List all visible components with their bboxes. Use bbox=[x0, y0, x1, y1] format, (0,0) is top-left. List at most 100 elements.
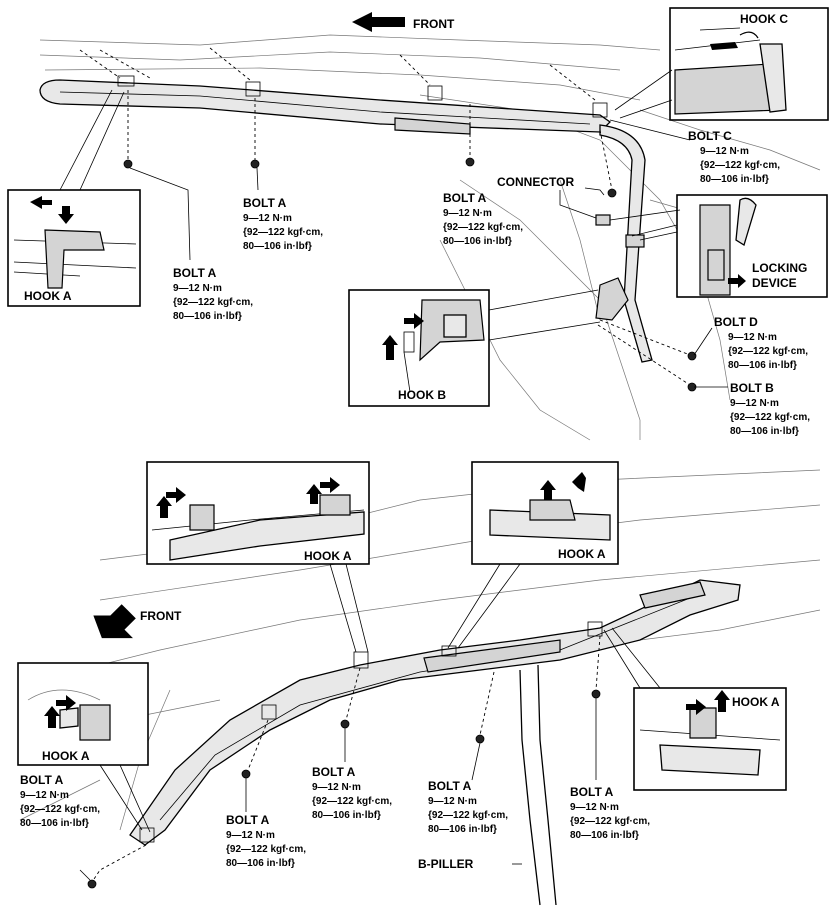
bottom-bolts bbox=[87, 689, 601, 889]
top-bolt-a-mid-callout: BOLT A 9—12 N·m {92—122 kgf·cm, 80—106 i… bbox=[243, 196, 323, 252]
bolt-a-callout: BOLT A 9—12 N·m {92—122 kgf·cm, 80—106 in·l… bbox=[570, 785, 650, 841]
top-view: FRONT bbox=[7, 7, 829, 441]
bolt-d-title: BOLT D bbox=[714, 315, 758, 329]
bolt-a-title: BOLT A bbox=[312, 765, 356, 779]
bolt-b-kgf: {92—122 kgf·cm, bbox=[730, 412, 810, 423]
bolt-a-title: BOLT A bbox=[243, 196, 287, 210]
bolt-c-title: BOLT C bbox=[688, 129, 732, 143]
bolt-a-kgf: {92—122 kgf·cm, bbox=[243, 227, 323, 238]
bolt-d-torque: 9—12 N·m bbox=[728, 332, 777, 343]
bolt-a-torque: 9—12 N·m bbox=[428, 796, 477, 807]
bottom-hook-a-inset-3: HOOK A bbox=[17, 662, 151, 833]
top-locking-device-inset: LOCKING DEVICE bbox=[631, 194, 828, 298]
bolt-icon bbox=[340, 719, 350, 729]
bolt-a-kgf: {92—122 kgf·cm, bbox=[443, 222, 523, 233]
hook-a-label: HOOK A bbox=[304, 549, 352, 563]
bolt-a-callout: BOLT A9—12 N·m{92—122 kgf·cm,80—106 in·l… bbox=[312, 765, 392, 821]
bolt-a-title: BOLT A bbox=[226, 813, 270, 827]
hook-a-label: HOOK A bbox=[24, 289, 72, 303]
top-hook-a-inset: HOOK A bbox=[7, 89, 141, 307]
bolt-a-kgf: {92—122 kgf·cm, bbox=[570, 816, 650, 827]
bolt-a-title: BOLT A bbox=[173, 266, 217, 280]
hook-a-label: HOOK A bbox=[732, 695, 780, 709]
bolt-a-torque: 9—12 N·m bbox=[312, 782, 361, 793]
bolt-icon bbox=[607, 188, 617, 198]
top-bolt-b-callout: BOLT B 9—12 N·m {92—122 kgf·cm, 80—106 i… bbox=[730, 381, 810, 437]
bolt-a-callout: BOLT A9—12 N·m{92—122 kgf·cm,80—106 in·l… bbox=[20, 773, 100, 829]
bolt-a-inlbf: 80—106 in·lbf} bbox=[443, 236, 512, 247]
top-bolt-c-callout: BOLT C 9—12 N·m {92—122 kgf·cm, 80—106 i… bbox=[688, 129, 780, 185]
bolt-icon bbox=[250, 159, 260, 169]
b-piller-label: B-PILLER bbox=[418, 857, 474, 871]
bottom-dashed-leaders bbox=[91, 635, 601, 883]
top-bolt-a-right-callout: BOLT A 9—12 N·m {92—122 kgf·cm, 80—106 i… bbox=[443, 191, 523, 247]
bolt-icon bbox=[87, 879, 97, 889]
bolt-a-title: BOLT A bbox=[20, 773, 64, 787]
bolt-a-title: BOLT A bbox=[428, 779, 472, 793]
locking-label-1: LOCKING bbox=[752, 261, 807, 275]
bolt-a-torque: 9—12 N·m bbox=[443, 208, 492, 219]
bolt-a-kgf: {92—122 kgf·cm, bbox=[173, 297, 253, 308]
top-label-leaders bbox=[129, 119, 728, 388]
bolt-c-inlbf: 80—106 in·lbf} bbox=[700, 174, 769, 185]
hook-c-label: HOOK C bbox=[740, 12, 788, 26]
top-dashed-leaders bbox=[79, 47, 691, 386]
bolt-c-torque: 9—12 N·m bbox=[700, 146, 749, 157]
bottom-hook-a-inset-4: HOOK A bbox=[603, 627, 787, 791]
bolt-c-kgf: {92—122 kgf·cm, bbox=[700, 160, 780, 171]
top-brackets bbox=[117, 75, 608, 118]
bottom-view: FRONT B-PILLER bbox=[17, 461, 821, 906]
bolt-a-inlbf: 80—106 in·lbf} bbox=[243, 241, 312, 252]
bolt-d-kgf: {92—122 kgf·cm, bbox=[728, 346, 808, 357]
bolt-b-torque: 9—12 N·m bbox=[730, 398, 779, 409]
bolt-a-kgf: {92—122 kgf·cm, bbox=[20, 804, 100, 815]
hook-a-label: HOOK A bbox=[558, 547, 606, 561]
bolt-a-torque: 9—12 N·m bbox=[20, 790, 69, 801]
bolt-a-inlbf: 80—106 in·lbf} bbox=[173, 311, 242, 322]
bolt-icon bbox=[591, 689, 601, 699]
top-hook-b-inset: HOOK B bbox=[348, 289, 601, 407]
bolt-a-torque: 9—12 N·m bbox=[570, 802, 619, 813]
locking-label-2: DEVICE bbox=[752, 276, 797, 290]
bolt-a-inlbf: 80—106 in·lbf} bbox=[570, 830, 639, 841]
bolt-a-callout: BOLT A 9—12 N·m {92—122 kgf·cm, 80—106 in·l… bbox=[226, 813, 306, 869]
bolt-icon bbox=[123, 159, 133, 169]
bolt-a-title: BOLT A bbox=[570, 785, 614, 799]
bolt-icon bbox=[465, 157, 475, 167]
hook-b-label: HOOK B bbox=[398, 388, 446, 402]
b-pillar: B-PILLER bbox=[418, 664, 557, 906]
bolt-a-inlbf: 80—106 in·lbf} bbox=[226, 858, 295, 869]
bottom-curtain-airbag bbox=[129, 579, 741, 846]
bolt-icon bbox=[687, 351, 697, 361]
bolt-a-torque: 9—12 N·m bbox=[173, 283, 222, 294]
top-bolt-a-left-callout: BOLT A 9—12 N·m {92—122 kgf·cm, 80—106 i… bbox=[173, 266, 253, 322]
bolt-a-title: BOLT A bbox=[443, 191, 487, 205]
top-connector: CONNECTOR bbox=[497, 175, 681, 226]
bolt-a-kgf: {92—122 kgf·cm, bbox=[428, 810, 508, 821]
top-front-label: FRONT bbox=[413, 17, 455, 31]
hook-a-label: HOOK A bbox=[42, 749, 90, 763]
bottom-hook-a-inset-2: HOOK A bbox=[447, 461, 619, 649]
bolt-a-inlbf: 80—106 in·lbf} bbox=[428, 824, 497, 835]
bottom-bolt-callouts: BOLT A 9—12 N·m {92—122 kgf·cm, 80—106 in·l… bbox=[20, 765, 650, 869]
bolt-a-callout: BOLT A 9—12 N·m {92—122 kgf·cm, 80—106 in·l… bbox=[428, 779, 508, 835]
bolt-icon bbox=[475, 734, 485, 744]
top-hook-c-inset: HOOK C bbox=[614, 7, 829, 121]
top-bolt-d-callout: BOLT D 9—12 N·m {92—122 kgf·cm, 80—106 i… bbox=[714, 315, 808, 371]
bolt-a-torque: 9—12 N·m bbox=[243, 213, 292, 224]
bolt-a-inlbf: 80—106 in·lbf} bbox=[312, 810, 381, 821]
bolt-d-inlbf: 80—106 in·lbf} bbox=[728, 360, 797, 371]
bolt-a-kgf: {92—122 kgf·cm, bbox=[226, 844, 306, 855]
connector-label: CONNECTOR bbox=[497, 175, 574, 189]
bottom-front-arrow: FRONT bbox=[93, 604, 182, 639]
top-front-arrow: FRONT bbox=[352, 12, 455, 32]
bolt-a-torque: 9—12 N·m bbox=[226, 830, 275, 841]
bolt-icon bbox=[241, 769, 251, 779]
top-bolts bbox=[123, 157, 697, 392]
bolt-b-inlbf: 80—106 in·lbf} bbox=[730, 426, 799, 437]
bottom-hook-a-inset-1: HOOK A bbox=[146, 461, 370, 653]
bottom-front-label: FRONT bbox=[140, 609, 182, 623]
bottom-label-leaders bbox=[79, 698, 597, 881]
